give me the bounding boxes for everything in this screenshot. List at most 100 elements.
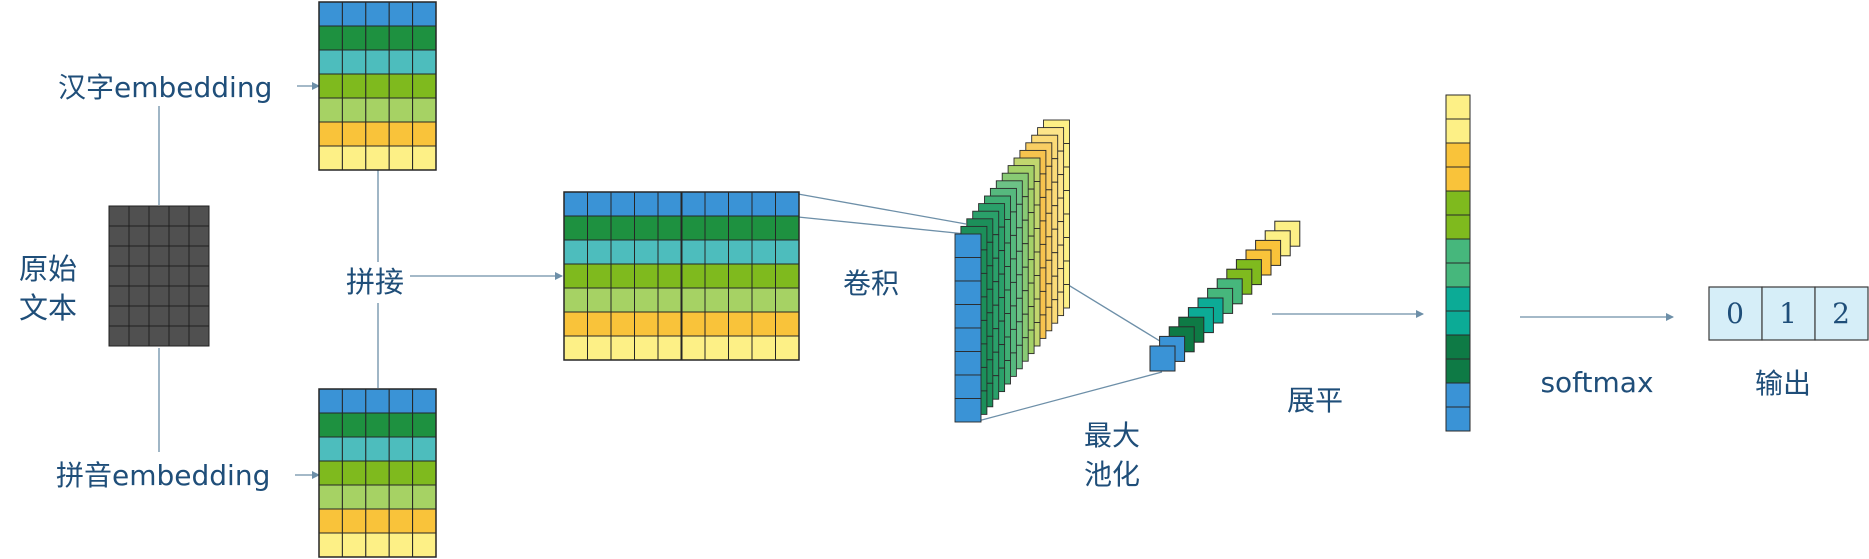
concat-cell [563,311,588,337]
embedding-cell [388,532,414,558]
raw-text-cell [108,305,130,327]
flatten-cell [1445,166,1471,192]
embedding-cell [412,1,437,27]
concat-cell [681,335,706,361]
connectors [158,82,1674,479]
concat-cell [751,263,776,289]
concat-cell [563,215,588,241]
conv-window-line-1 [797,193,967,225]
raw-text-cell [188,305,210,327]
pinyin-embedding-matrix [318,388,437,558]
raw-text-cell [128,325,150,347]
concat-cell [657,287,682,313]
flatten-cell [1445,382,1471,408]
raw-text-cell [108,205,130,227]
raw-text-cell [168,305,190,327]
concat-cell [563,263,588,289]
raw-text-cell [188,225,210,247]
concat-cell [610,263,635,289]
embedding-cell [365,508,390,534]
embedding-cell [341,484,367,510]
concat-cell [751,335,776,361]
output-box-0 [1708,286,1763,341]
flatten-cell [1445,238,1471,264]
raw-text-label-line-1: 原始 [19,252,77,286]
concat-cell [751,239,776,265]
concat-cell [775,215,800,241]
flatten-cell [1445,262,1471,288]
output-box-1 [1761,286,1816,341]
embedding-cell [412,508,437,534]
embedding-cell [365,49,390,75]
output-label-0: 0 [1726,297,1744,330]
raw-text-cell [108,225,130,247]
raw-text-cell [188,205,210,227]
raw-text-cell [108,245,130,267]
conv-label: 卷积 [843,267,899,300]
embedding-cell [318,97,343,123]
concat-cell [681,191,706,217]
embedding-cell [412,460,437,486]
raw-text-cell [128,245,150,267]
embedding-cell [365,484,390,510]
concat-cell [634,287,659,313]
concat-cell [657,215,682,241]
raw-text-cell [148,305,170,327]
concat-cell [634,263,659,289]
concat-cell [657,239,682,265]
concat-cell [775,287,800,313]
embedding-border [318,1,437,171]
concat-label: 拼接 [346,265,404,299]
char-embedding-matrix [318,1,437,171]
concat-cell [751,215,776,241]
embedding-cell [365,388,390,414]
concat-cell [728,215,753,241]
concat-cell [704,239,729,265]
concat-cell [704,191,729,217]
concat-cell [728,191,753,217]
concat-cell [610,215,635,241]
embedding-cell [341,532,367,558]
embedding-cell [318,508,343,534]
raw-text-cell [128,265,150,287]
embedding-cell [388,121,414,147]
concat-cell [563,239,588,265]
embedding-cell [412,49,437,75]
raw-text-cell [168,265,190,287]
concat-cell [681,239,706,265]
conv-cell [954,280,982,305]
concat-cell [563,191,588,217]
raw-text-cell [128,305,150,327]
embedding-cell [341,508,367,534]
embedding-cell [412,97,437,123]
raw-text-cell [168,225,190,247]
concat-cell [587,263,612,289]
conv-cell [954,374,982,399]
raw-text-cell [128,225,150,247]
conv-feature-maps [954,119,1070,423]
concat-cell [610,239,635,265]
embedding-cell [318,121,343,147]
embedding-cell [365,436,390,462]
embedding-cell [412,25,437,51]
raw-text-cell [148,245,170,267]
raw-text-cell [168,325,190,347]
concat-cell [657,311,682,337]
embedding-cell [388,484,414,510]
embedding-cell [412,484,437,510]
embedding-cell [318,412,343,438]
flatten-cell [1445,190,1471,216]
concat-cell [610,311,635,337]
char-embedding-label: 汉字embedding [58,71,272,104]
embedding-cell [365,97,390,123]
pool-line-2 [977,371,1163,422]
conv-cell [954,327,982,352]
embedding-cell [388,460,414,486]
maxpool-label-line-1: 最大 [1084,419,1140,452]
concat-cell [587,215,612,241]
concat-cell [704,335,729,361]
concat-cell [657,263,682,289]
conv-window-line-2 [797,216,967,235]
embedding-border [318,388,437,558]
concat-cell [728,239,753,265]
